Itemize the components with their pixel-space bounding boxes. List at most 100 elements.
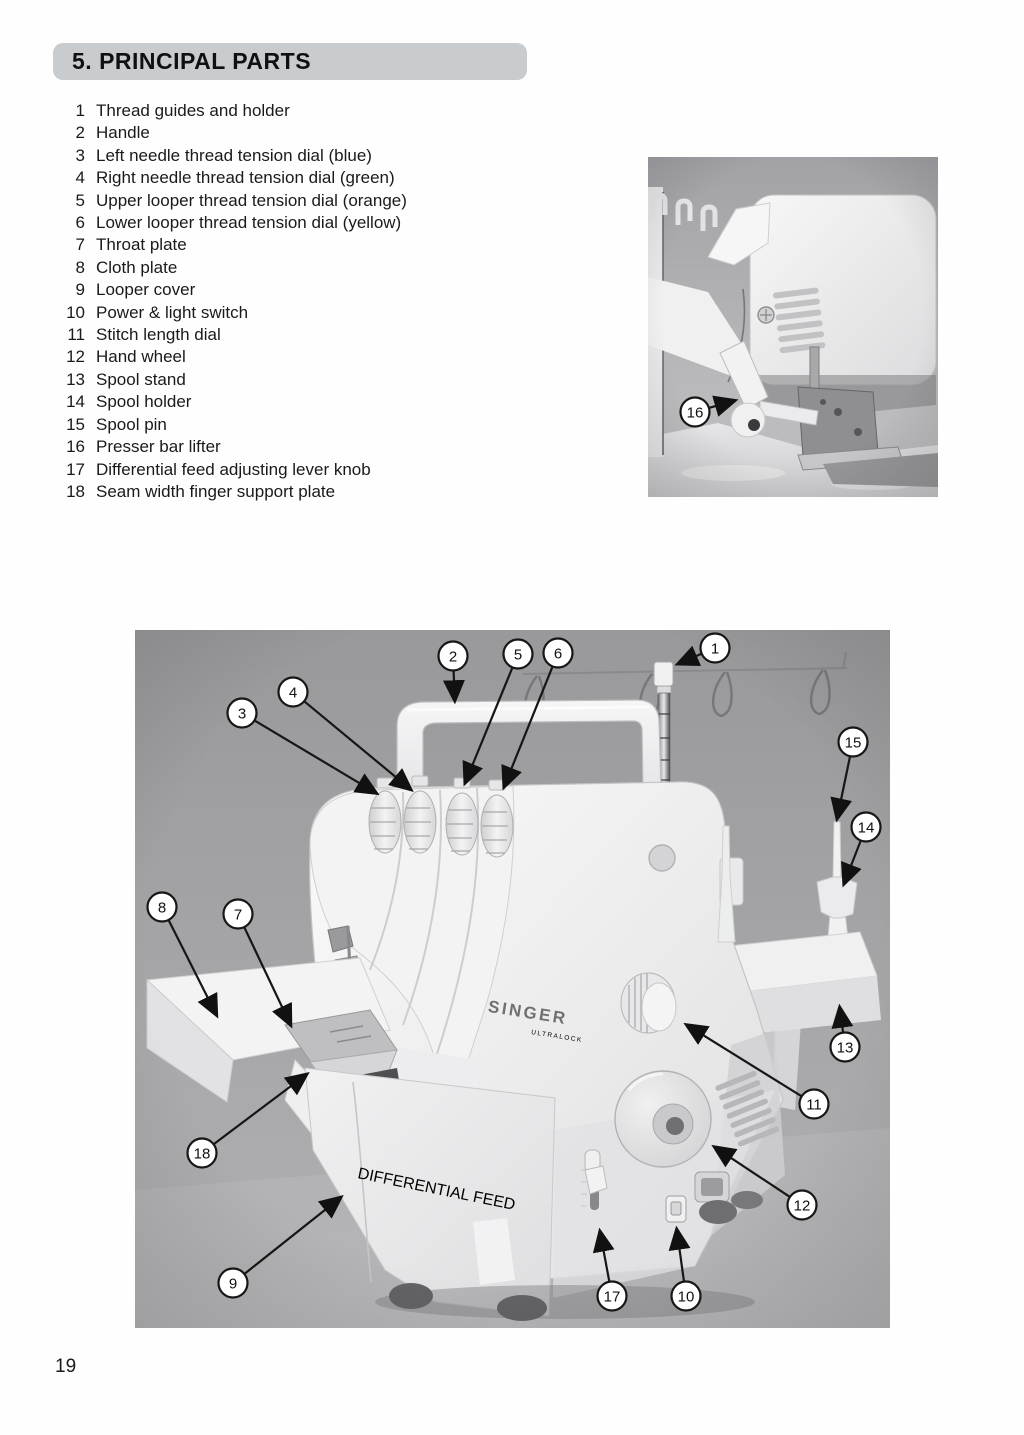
callout-13: 13: [829, 1003, 861, 1063]
part-label: Spool pin: [96, 414, 167, 434]
part-number: 11: [67, 325, 85, 345]
callout-circle: [786, 1189, 818, 1221]
callout-number: 6: [554, 645, 562, 662]
callout-circle: [222, 898, 254, 930]
callout-arrow: [254, 719, 380, 796]
part-label: Seam width finger support plate: [96, 481, 336, 501]
part-label: Presser bar lifter: [96, 437, 221, 457]
part-label: Looper cover: [96, 280, 196, 300]
part-item: 18 Seam width finger support plate: [52, 481, 407, 503]
callout-arrow: [668, 1225, 691, 1282]
part-number: 3: [75, 145, 85, 165]
callout-number: 5: [514, 646, 522, 663]
part-label: Right needle thread tension dial (green): [96, 168, 395, 188]
part-label: Throat plate: [96, 235, 187, 255]
part-label: Spool holder: [96, 392, 192, 412]
callout-14: 14: [841, 811, 882, 888]
callout-arrow: [303, 700, 414, 792]
part-number: 18: [66, 481, 85, 501]
part-number: 14: [66, 392, 85, 412]
callout-arrow: [244, 1194, 344, 1275]
callout-7: 7: [222, 898, 293, 1029]
callout-number: 14: [858, 819, 875, 836]
callout-circle: [850, 811, 882, 843]
callout-3: 3: [226, 697, 380, 796]
part-number: 17: [66, 459, 85, 479]
callout-12: 12: [711, 1144, 818, 1221]
callout-1: 1: [674, 632, 731, 666]
part-label: Hand wheel: [96, 347, 186, 367]
callout-number: 17: [604, 1288, 621, 1305]
part-number: 16: [66, 437, 85, 457]
part-item: 2 Handle: [52, 122, 407, 144]
part-item: 16 Presser bar lifter: [52, 436, 407, 458]
page-number: 19: [55, 1356, 77, 1377]
part-label: Lower looper thread tension dial (yellow…: [96, 213, 402, 233]
callout-circle: [829, 1031, 861, 1063]
callout-number: 12: [794, 1197, 811, 1214]
callout-arrow: [674, 645, 702, 666]
section-title: 5. PRINCIPAL PARTS: [72, 48, 312, 74]
callout-4: 4: [277, 676, 414, 792]
callout-15: 15: [830, 726, 869, 823]
callout-18: 18: [186, 1071, 310, 1169]
callout-circle: [798, 1088, 830, 1120]
part-number: 15: [66, 414, 85, 434]
part-item: 5 Upper looper thread tension dial (orang…: [52, 190, 407, 212]
callout-arrow: [592, 1227, 615, 1282]
callout-circle: [670, 1280, 702, 1312]
inset-photo-svg: 16: [648, 157, 938, 497]
callout-number: 10: [678, 1288, 695, 1305]
callout-number: 9: [229, 1275, 237, 1292]
callout-11: 11: [683, 1022, 830, 1120]
inset-vignette: [648, 157, 938, 497]
callout-number: 4: [289, 684, 297, 701]
callout-2: 2: [437, 640, 469, 705]
callout-5: 5: [462, 638, 534, 787]
callout-circle: [502, 638, 534, 670]
callout-number: 13: [837, 1039, 854, 1056]
callout-number: 8: [158, 899, 166, 916]
part-label: Left needle thread tension dial (blue): [96, 145, 372, 165]
callout-9: 9: [217, 1194, 344, 1299]
callout-number: 11: [806, 1096, 822, 1113]
callout-arrow: [462, 667, 514, 787]
callout-10: 10: [668, 1225, 702, 1312]
part-item: 1 Thread guides and holder: [52, 100, 407, 122]
part-item: 12 Hand wheel: [52, 346, 407, 368]
callout-circle: [186, 1137, 218, 1169]
callout-circle: [217, 1267, 249, 1299]
callout-circle: [699, 632, 731, 664]
part-number: 6: [75, 213, 85, 233]
callout-arrow: [167, 919, 219, 1019]
part-number: 7: [75, 235, 85, 255]
part-number: 5: [75, 190, 85, 210]
part-number: 4: [75, 168, 85, 188]
callout-arrow: [683, 1022, 802, 1098]
callout-arrow: [442, 670, 465, 705]
callout-circle: [837, 726, 869, 758]
callout-number: 7: [234, 906, 242, 923]
part-item: 7 Throat plate: [52, 234, 407, 256]
callout-circle: [226, 697, 258, 729]
callout-arrow: [243, 927, 293, 1029]
callout-arrow: [830, 756, 853, 823]
callout-16: 16: [679, 395, 739, 428]
callout-circle: [596, 1280, 628, 1312]
parts-list: 1 Thread guides and holder 2 Handle 3 Left ne…: [52, 100, 407, 503]
callout-circle: [542, 637, 574, 669]
part-label: Upper looper thread tension dial (orange…: [96, 190, 407, 210]
part-number: 13: [66, 369, 85, 389]
part-number: 12: [66, 347, 85, 367]
part-label: Thread guides and holder: [96, 101, 290, 120]
part-number: 2: [75, 123, 85, 143]
part-number: 1: [75, 101, 85, 120]
part-label: Differential feed adjusting lever knob: [96, 459, 371, 479]
main-diagram-svg: DIFFERENTIAL FEED: [135, 630, 890, 1328]
callout-arrow: [711, 1144, 791, 1198]
part-label: Handle: [96, 123, 150, 143]
part-item: 6 Lower looper thread tension dial (yello…: [52, 212, 407, 234]
